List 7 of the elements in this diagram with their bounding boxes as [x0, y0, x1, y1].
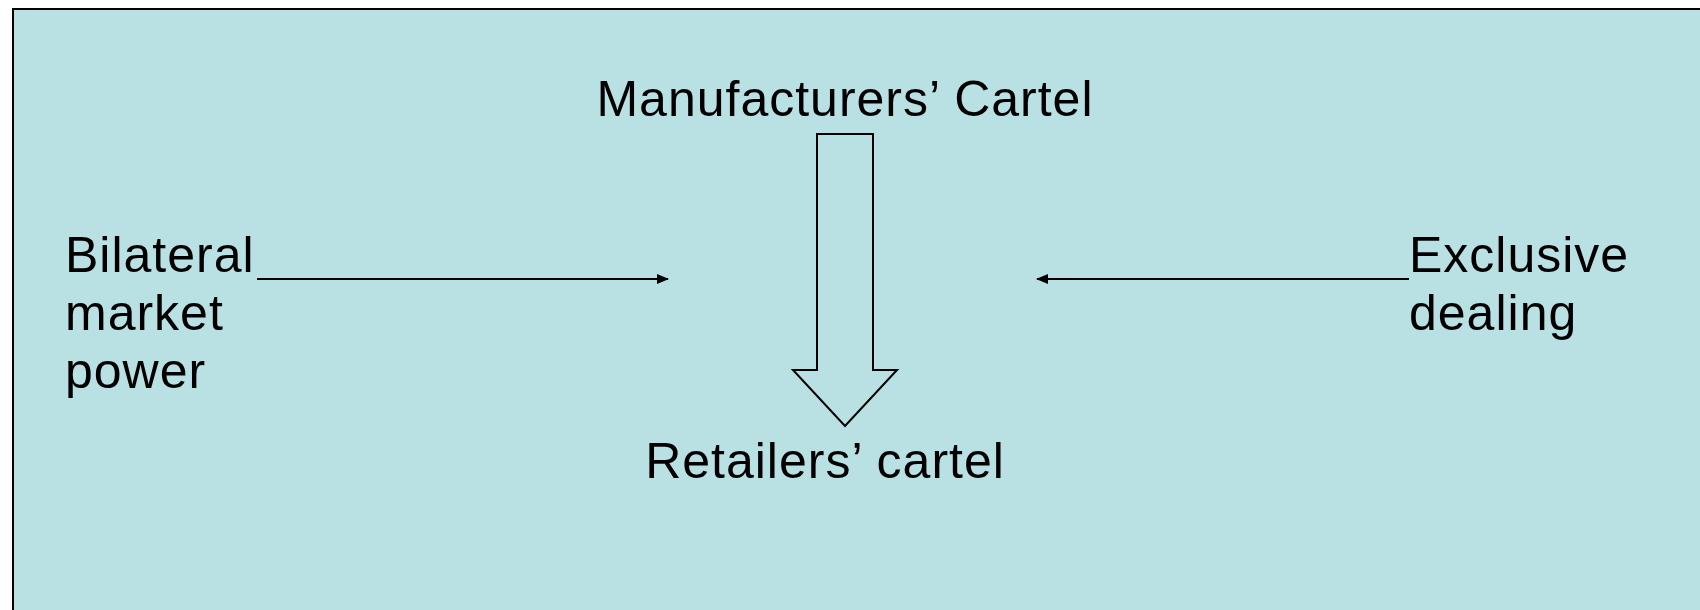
- node-label: Exclusive dealing: [1409, 226, 1632, 342]
- block-arrow: [790, 133, 900, 428]
- arrow: [1036, 274, 1410, 284]
- arrow: [256, 274, 669, 284]
- node-label: Bilateral market power: [65, 226, 257, 400]
- node-label: Retailers’ cartel: [644, 432, 1006, 490]
- node-label: Manufacturers’ Cartel: [595, 70, 1095, 128]
